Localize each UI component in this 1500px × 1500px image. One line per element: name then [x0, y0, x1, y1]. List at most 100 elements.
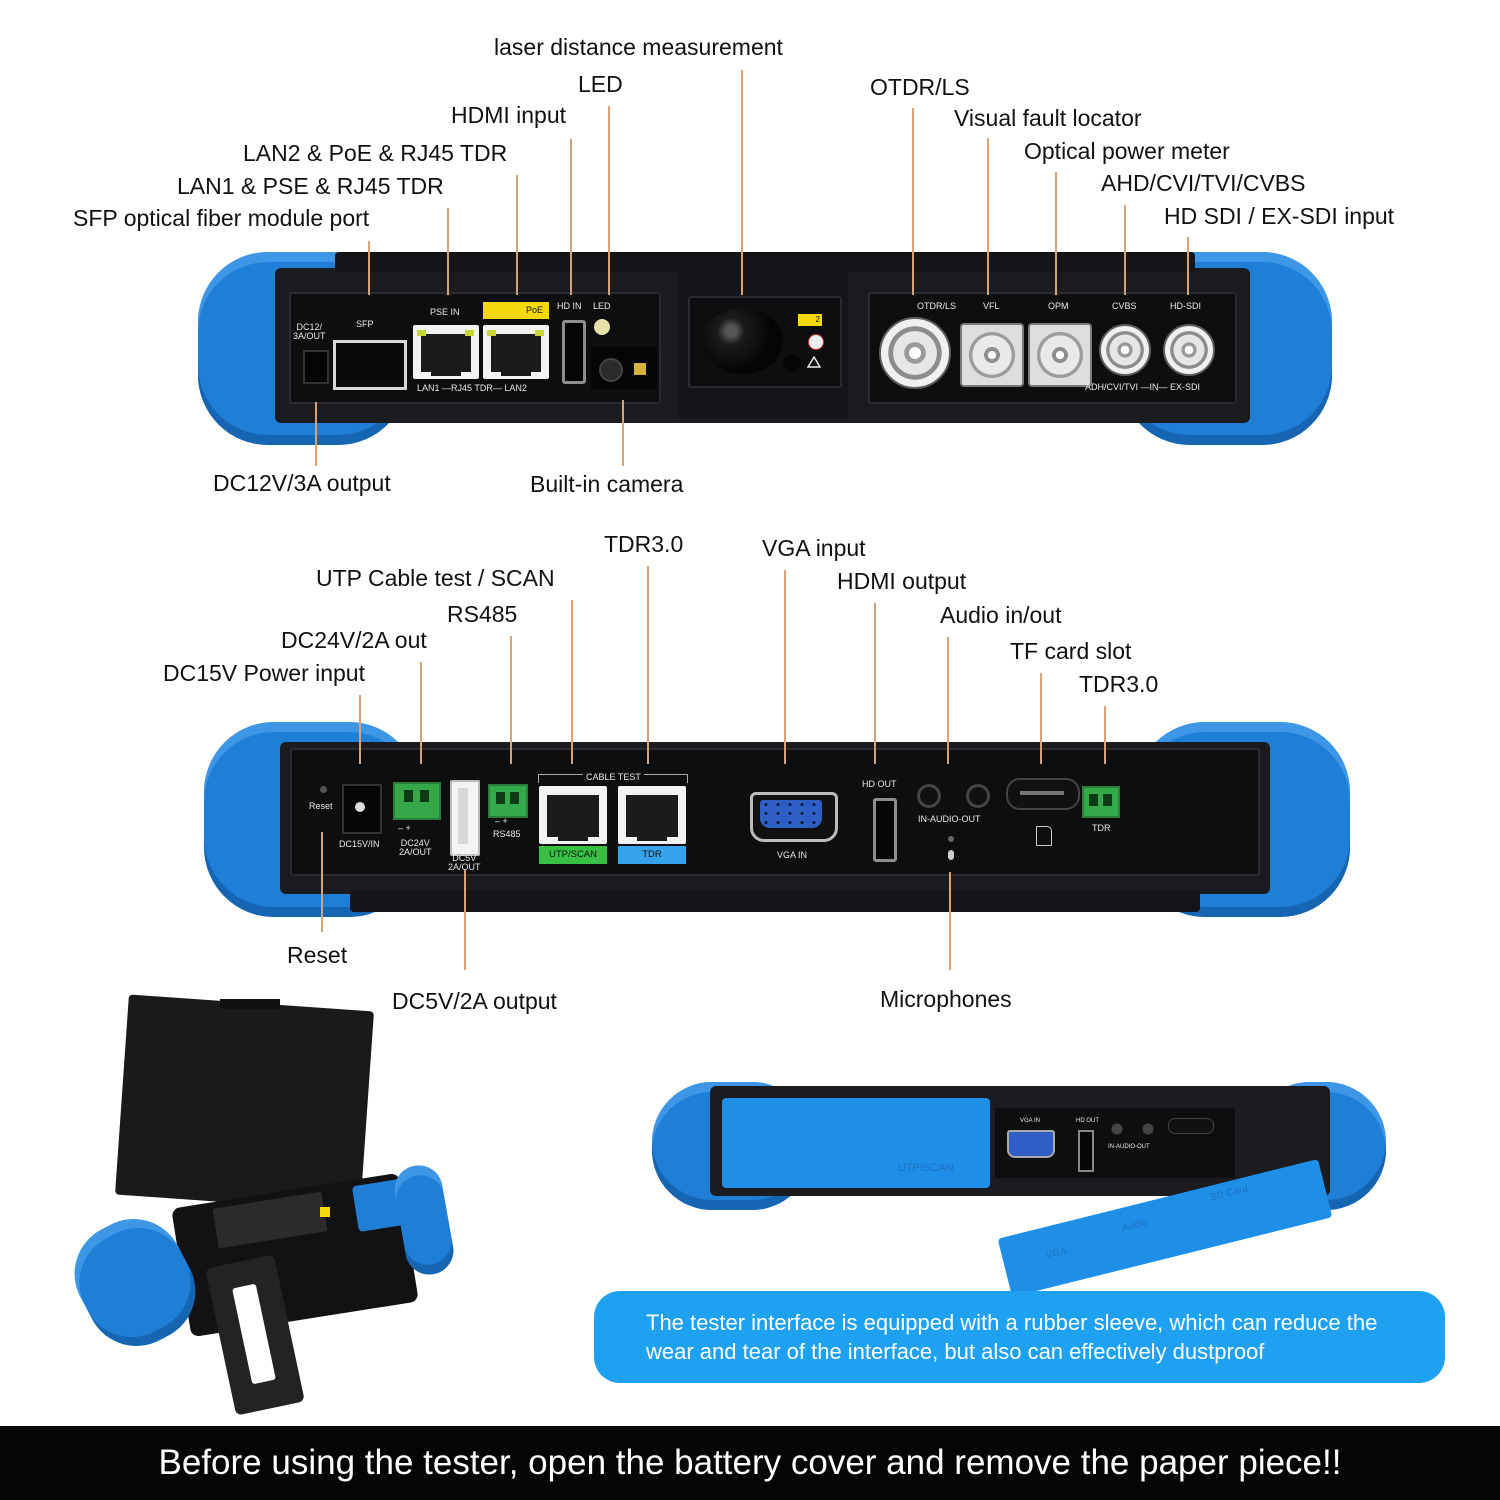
vga-in-panel-label: VGA IN	[777, 850, 808, 860]
utp-scan-tag: UTP/SCAN	[539, 846, 607, 864]
leader-tdr-top	[647, 566, 649, 764]
callout-lan2: LAN2 & PoE & RJ45 TDR	[243, 140, 508, 166]
led-lamp	[594, 319, 610, 335]
led-panel-label: LED	[593, 301, 611, 311]
callout-lan1: LAN1 & PSE & RJ45 TDR	[177, 173, 444, 199]
sleeve-hdmi-port	[1078, 1130, 1094, 1172]
leader-led	[608, 106, 610, 295]
leader-camera	[622, 400, 624, 466]
vga-pins	[760, 800, 822, 828]
sleeve-audio-jacks	[1110, 1122, 1158, 1136]
otdr-connector	[879, 317, 951, 389]
vfl-panel-label: VFL	[983, 301, 1000, 311]
cable-test-label: CABLE TEST	[583, 772, 644, 783]
laser-lens	[703, 308, 783, 374]
tilted-screen	[115, 994, 374, 1212]
leader-sfp	[368, 241, 370, 295]
pse-in-label: PSE IN	[430, 307, 460, 317]
sleeve-audio-label: IN-AUDIO-OUT	[1108, 1144, 1150, 1150]
callout-tdr-top: TDR3.0	[604, 531, 684, 557]
adh-panel-label: ADH/CVI/TVI —IN— EX-SDI	[1085, 382, 1201, 392]
camera-lens	[599, 358, 623, 382]
callout-sdi: HD SDI / EX-SDI input	[1164, 203, 1395, 229]
sfp-port	[333, 340, 407, 390]
callout-tdr-right: TDR3.0	[1079, 671, 1159, 697]
leader-opm	[1055, 172, 1057, 295]
stand-poe-mark	[320, 1207, 330, 1217]
laser-receiver	[783, 354, 801, 372]
leader-tdr-right	[1104, 706, 1106, 764]
hdmi-in-port	[562, 320, 586, 384]
sleeve-flap-text: UTP/SCAN	[898, 1162, 954, 1174]
callout-sfp: SFP optical fiber module port	[73, 205, 370, 231]
callout-laser: laser distance measurement	[494, 34, 783, 60]
lan2-led	[487, 330, 496, 336]
sleeve-tf-slot	[1168, 1118, 1214, 1134]
lan1-led	[417, 330, 426, 336]
callout-dc15: DC15V Power input	[163, 660, 365, 686]
callout-dc5: DC5V/2A output	[392, 988, 557, 1014]
callout-vfl: Visual fault locator	[954, 105, 1142, 131]
sleeve-hd-label: HD OUT	[1076, 1118, 1099, 1124]
leader-hdmi-out	[874, 603, 876, 764]
warning-icon	[807, 356, 821, 368]
callout-vga-in: VGA input	[762, 535, 866, 561]
callout-camera: Built-in camera	[530, 471, 684, 497]
dc15v-pin	[355, 802, 365, 812]
top-device: DC12/ 3A/OUT SFP PSE IN PoE LAN1 —RJ45 T…	[195, 250, 1335, 450]
hdmi-out-port	[873, 798, 897, 862]
sd-card-icon	[1036, 826, 1052, 846]
top-lip	[335, 252, 1195, 272]
callout-led: LED	[578, 71, 623, 97]
callout-rs485: RS485	[447, 601, 518, 627]
reset-hole	[320, 786, 327, 793]
leader-dc12	[315, 402, 317, 466]
mic-hole	[948, 836, 954, 842]
laser-warning-badge: 2	[798, 314, 822, 326]
sleeve-caption: The tester interface is equipped with a …	[594, 1291, 1445, 1383]
leader-dc15	[359, 695, 361, 764]
opm-panel-label: OPM	[1048, 301, 1069, 311]
utp-scan-port	[539, 786, 607, 844]
dc5v-panel-label: DC5V 2A/OUT	[448, 853, 481, 873]
callout-hdmi-in: HDMI input	[451, 102, 567, 128]
sleeve-vga-port	[1007, 1130, 1055, 1158]
cvbs-connector	[1099, 324, 1151, 376]
leader-utp	[571, 600, 573, 764]
callout-ahd: AHD/CVI/TVI/CVBS	[1101, 170, 1306, 196]
callout-opm: Optical power meter	[1024, 138, 1230, 164]
sfp-panel-label: SFP	[356, 319, 374, 329]
callout-tf: TF card slot	[1010, 638, 1132, 664]
audio-out-jack	[966, 784, 990, 808]
reset-panel-label: Reset	[309, 801, 333, 811]
bottom-lip	[350, 890, 1200, 912]
leader-ahd	[1124, 205, 1126, 295]
rs485-minus-plus: – +	[495, 816, 508, 826]
laser-class-label: 2	[815, 315, 820, 324]
no-look-icon	[808, 334, 824, 350]
sleeve-photo: UTP/SCAN VGA IN HD OUT IN-AUDIO-OUT Audi…	[650, 1078, 1390, 1298]
callout-hdmi-out: HDMI output	[837, 568, 967, 594]
hd-out-panel-label: HD OUT	[862, 779, 897, 789]
mic-icon	[948, 850, 954, 860]
dc24v-minus-plus: – +	[398, 823, 411, 833]
dc15v-panel-label: DC15V/IN	[339, 839, 380, 849]
lan2-led-2	[535, 330, 544, 336]
hdsdi-panel-label: HD-SDI	[1170, 301, 1201, 311]
callout-reset: Reset	[287, 942, 348, 968]
usb-tongue	[458, 788, 468, 844]
rj45-tdr-label: LAN1 —RJ45 TDR— LAN2	[417, 383, 527, 393]
leader-dc24	[420, 662, 422, 764]
otdr-panel-label: OTDR/LS	[917, 301, 957, 311]
callout-audio: Audio in/out	[940, 602, 1062, 628]
leader-laser	[741, 70, 743, 295]
callout-otdr: OTDR/LS	[870, 74, 970, 100]
callout-dc24: DC24V/2A out	[281, 627, 427, 653]
sleeve-vga-label: VGA IN	[1020, 1118, 1041, 1124]
leader-rs485	[510, 636, 512, 764]
leader-mic	[949, 872, 951, 970]
dc12-jack	[303, 350, 329, 384]
callout-mic: Microphones	[880, 986, 1012, 1012]
dc12-panel-label: DC12/ 3A/OUT	[293, 322, 326, 342]
sleeve-flap-left	[722, 1098, 990, 1188]
